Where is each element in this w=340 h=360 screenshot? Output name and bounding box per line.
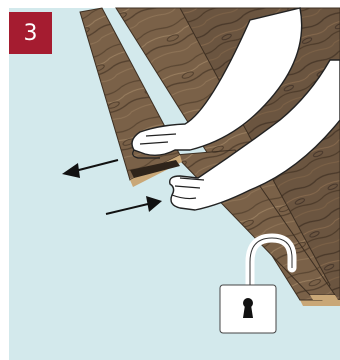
step-number-badge: 3	[9, 12, 52, 54]
plank-end-edge	[310, 295, 338, 300]
step-number: 3	[24, 21, 38, 46]
installed-plank-edge	[300, 300, 340, 306]
